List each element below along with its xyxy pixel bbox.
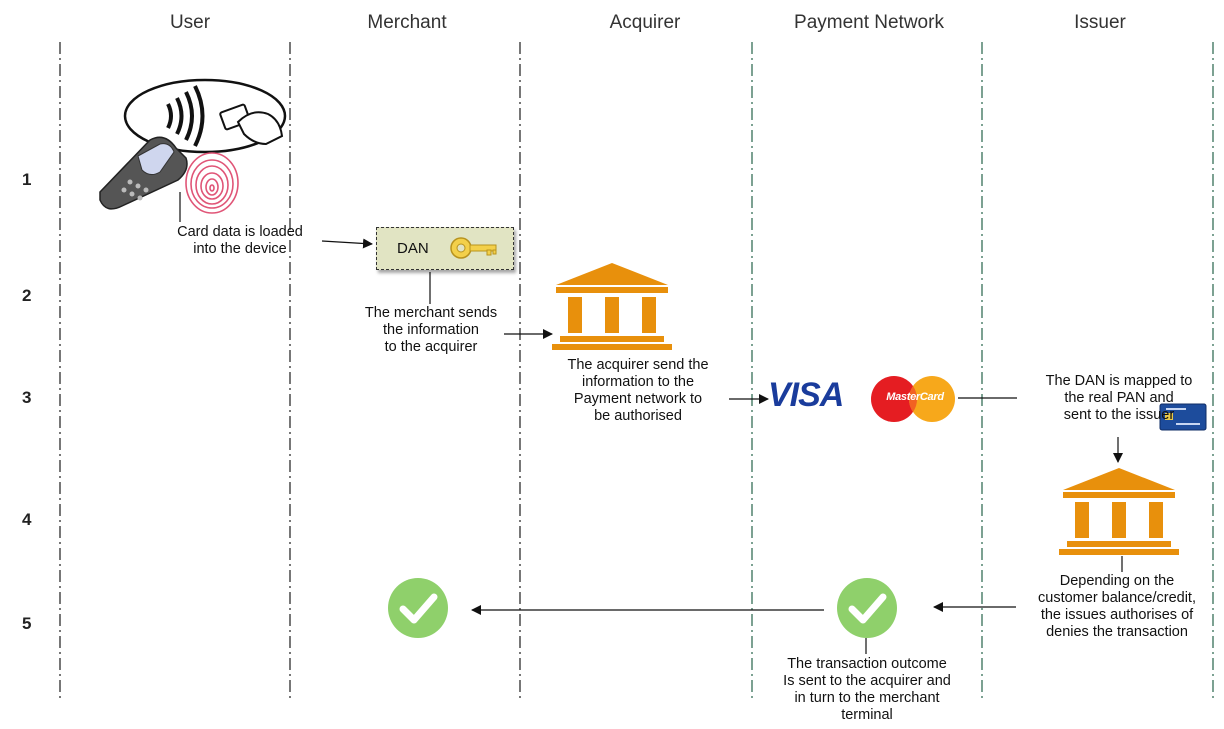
dan-label: DAN (397, 240, 429, 257)
dan-token-box: DAN (376, 227, 514, 270)
visa-logo: VISA (768, 376, 844, 414)
step-issuer-decides: Depending on the customer balance/credit… (1038, 573, 1196, 640)
lane-title-acquirer: Acquirer (609, 12, 681, 33)
lane-title-payment-network: Payment Network (794, 12, 944, 33)
step-acquirer-sends: The acquirer send the information to the… (567, 357, 709, 424)
lane-title-issuer: Issuer (1074, 12, 1126, 33)
contactless-phone-icon (99, 78, 287, 210)
step-dan-mapped: The DAN is mapped to the real PAN and se… (1045, 373, 1193, 423)
step-merchant-sends: The merchant sends the information to th… (364, 305, 498, 355)
network-check-icon (837, 578, 897, 638)
row-number-2: 2 (22, 286, 32, 305)
merchant-check-icon (388, 578, 448, 638)
row-number-5: 5 (22, 614, 32, 633)
credit-card-icon (1159, 403, 1207, 431)
row-number-1: 1 (22, 170, 32, 189)
row-number-4: 4 (22, 510, 32, 529)
step-outcome: The transaction outcome Is sent to the a… (783, 656, 951, 723)
acquirer-bank-icon (552, 263, 672, 350)
mastercard-logo-shapes (871, 376, 955, 422)
mastercard-label: MasterCard (886, 391, 944, 403)
key-icon (450, 237, 497, 259)
arrow-card-to-dan (321, 238, 373, 249)
lane-title-user: User (169, 12, 211, 33)
issuer-bank-icon (1059, 468, 1179, 555)
fingerprint-icon (185, 152, 239, 214)
row-number-3: 3 (22, 388, 32, 407)
step-card-loaded: Card data is loaded into the device (177, 224, 303, 257)
mastercard-logo: MasterCard (870, 376, 960, 422)
lane-title-merchant: Merchant (367, 12, 447, 33)
